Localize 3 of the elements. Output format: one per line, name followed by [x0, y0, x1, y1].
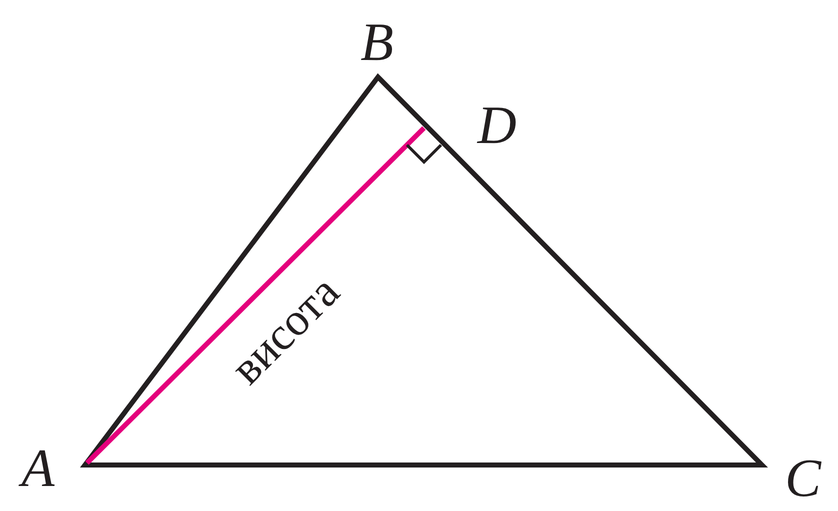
vertex-label: D	[478, 98, 516, 152]
vertex-label: C	[784, 451, 822, 505]
vertex-label: B	[360, 15, 394, 69]
